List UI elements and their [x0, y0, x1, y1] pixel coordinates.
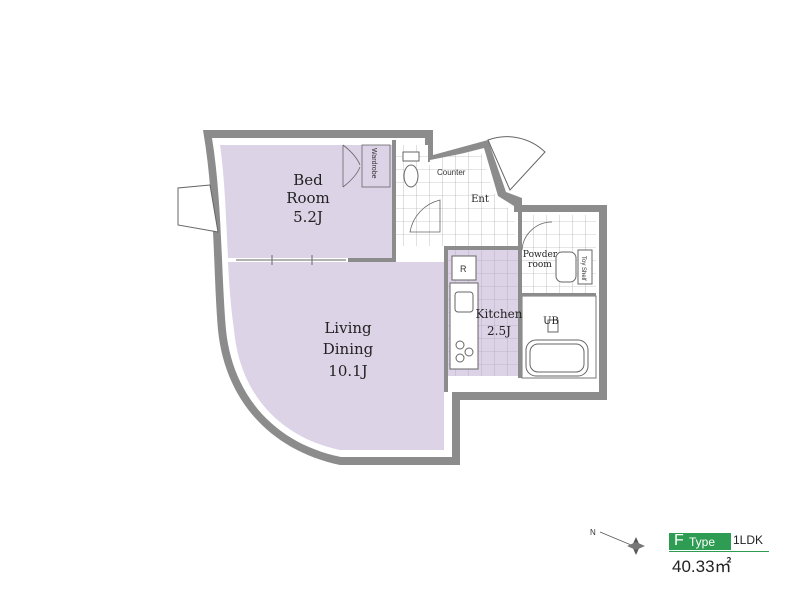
unit-type-rule — [669, 551, 769, 552]
counter-label: Counter — [437, 168, 466, 177]
layout-code: 1LDK — [733, 533, 764, 547]
compass-rose — [599, 531, 645, 555]
powder-room-door — [521, 221, 553, 251]
living-size: 10.1J — [328, 362, 367, 380]
bedroom-area — [220, 145, 392, 258]
wardrobe-label: Wardrobe — [370, 148, 377, 179]
bedroom-label: Bed — [293, 171, 323, 189]
living-label: Living — [324, 319, 372, 337]
bedroom-label-2: Room — [286, 189, 330, 207]
washbasin — [555, 249, 593, 285]
bathtub — [525, 319, 589, 377]
wardrobe — [342, 144, 391, 188]
kitchen-label: Kitchen — [476, 307, 523, 321]
bedroom-size: 5.2J — [293, 208, 323, 226]
refrigerator-label: R — [460, 264, 467, 274]
kitchen-counter — [449, 255, 479, 370]
balcony-door — [177, 184, 219, 233]
entrance-label: Ent — [471, 194, 489, 205]
compass-north-label: N — [590, 528, 596, 537]
unit-type-word: Type — [689, 535, 716, 549]
unit-bath-label: UB — [543, 316, 559, 327]
living-label-2: Dining — [323, 340, 374, 358]
unit-area: 40.33㎡ — [672, 557, 732, 576]
entrance-door — [487, 136, 546, 191]
powder-room-label: Powder — [523, 250, 558, 260]
kitchen-size: 2.5J — [487, 324, 511, 338]
toy-shelf-label: Toy Shelf — [580, 256, 586, 281]
toilet — [402, 151, 420, 188]
unit-type-letter: F — [674, 532, 684, 549]
unit-type-badge: F Type — [669, 532, 731, 550]
entrance-interior-door — [409, 199, 441, 233]
powder-room-label-2: room — [528, 260, 552, 270]
interior-walls — [348, 140, 596, 392]
living-dining-area — [228, 262, 444, 450]
